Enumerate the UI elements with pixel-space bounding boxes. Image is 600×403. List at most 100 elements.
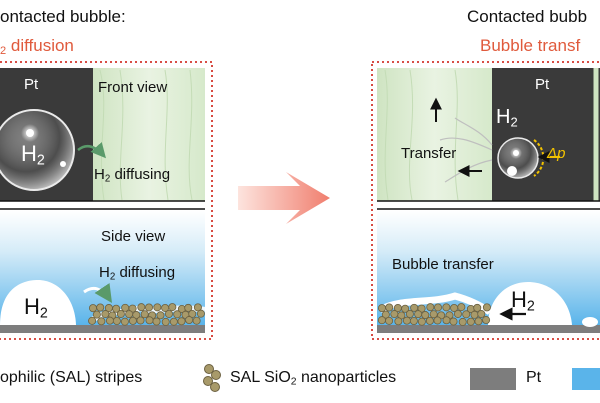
legend-pt-swatch xyxy=(470,368,516,390)
nanoparticle xyxy=(474,317,483,326)
nanoparticle xyxy=(152,317,161,326)
nanoparticle xyxy=(112,304,121,313)
nanoparticle xyxy=(97,317,106,326)
nanoparticle xyxy=(433,316,442,325)
right-bubble-label: H2 xyxy=(496,106,518,130)
nanoparticle xyxy=(128,316,137,325)
left-panel xyxy=(0,61,213,340)
nanoparticle xyxy=(462,310,471,319)
nanoparticle xyxy=(377,316,386,325)
legend-nanoparticles-icon xyxy=(203,364,221,392)
nanoparticle xyxy=(442,316,451,325)
right-pt-label: Pt xyxy=(535,76,550,93)
nanoparticle xyxy=(429,310,438,319)
nanoparticle xyxy=(394,317,403,326)
nanoparticle xyxy=(88,316,97,325)
side-diffusing-label: H2 diffusing xyxy=(99,264,176,283)
nanoparticle xyxy=(112,316,121,325)
nanoparticle xyxy=(116,309,125,318)
nanoparticle xyxy=(169,317,178,326)
nanoparticle xyxy=(125,310,134,319)
nanoparticle xyxy=(105,316,114,325)
nanoparticle xyxy=(470,310,479,319)
nanoparticle xyxy=(405,309,414,318)
right-panel xyxy=(371,61,600,340)
right-title-line2: Bubble transf xyxy=(480,36,581,55)
nanoparticle xyxy=(184,303,193,312)
left-diffusion-arrow xyxy=(77,142,106,159)
nanoparticle xyxy=(410,303,419,312)
transition-arrow xyxy=(238,172,330,224)
nanoparticle xyxy=(144,303,153,312)
nanoparticle xyxy=(381,310,390,319)
nanoparticle xyxy=(188,309,197,318)
nanoparticle xyxy=(192,316,201,325)
nanoparticle xyxy=(482,303,491,312)
legend xyxy=(203,364,600,392)
nanoparticle xyxy=(477,309,486,318)
legend-nanoparticles-label: SAL SiO2 nanoparticles xyxy=(230,369,397,388)
right-nanoparticle-layer xyxy=(377,303,491,326)
front-view-label: Front view xyxy=(98,79,168,96)
nanoparticle xyxy=(442,303,451,312)
nanoparticle xyxy=(121,303,130,312)
nanoparticle xyxy=(453,309,462,318)
front-diffusing-label: H2 diffusing xyxy=(94,166,171,185)
left-bubble-label: H2 xyxy=(21,141,45,169)
left-side-diffusion-arrow xyxy=(83,283,112,303)
nanoparticle xyxy=(377,304,386,313)
nanoparticle xyxy=(425,316,434,325)
nanoparticle xyxy=(153,303,162,312)
bubble-transfer-label: Bubble transfer xyxy=(392,256,494,273)
nanoparticle xyxy=(177,317,186,326)
nanoparticle xyxy=(449,317,458,326)
nanoparticle xyxy=(457,303,466,312)
left-title-line1: ontacted bubble: xyxy=(0,7,126,26)
nanoparticle xyxy=(137,303,146,312)
left-pt-substrate xyxy=(0,325,205,333)
left-panel-frame xyxy=(0,61,213,340)
nanoparticle xyxy=(473,303,482,312)
nanoparticle xyxy=(101,310,110,319)
nanoparticle xyxy=(96,303,105,312)
transfer-label: Transfer xyxy=(401,145,457,162)
nanoparticle xyxy=(145,316,154,325)
left-pt-label: Pt xyxy=(24,76,39,93)
nanoparticle xyxy=(385,303,394,312)
legend-electrolyte-swatch xyxy=(572,368,600,390)
nanoparticle xyxy=(132,311,141,320)
nanoparticle xyxy=(92,310,101,319)
right-title-line1: Contacted bubb xyxy=(467,7,588,26)
nanoparticle xyxy=(140,310,149,319)
nanoparticle xyxy=(385,316,394,325)
legend-sal-stripes-label: ophilic (SAL) stripes xyxy=(0,369,143,386)
nanoparticle xyxy=(164,309,173,318)
nanoparticle xyxy=(88,304,97,313)
side-view-label: Side view xyxy=(101,228,166,245)
nanoparticle xyxy=(401,304,410,313)
nanoparticle xyxy=(193,303,202,312)
nanoparticle xyxy=(196,309,205,318)
left-front-bubble xyxy=(0,109,75,191)
nanoparticle xyxy=(390,310,399,319)
legend-pt-label: Pt xyxy=(526,369,542,386)
nanoparticle xyxy=(161,317,170,326)
nanoparticle xyxy=(421,311,430,320)
right-side-bubble-label: H2 xyxy=(511,287,535,315)
nanoparticle xyxy=(136,316,145,325)
nanoparticle xyxy=(173,310,182,319)
nanoparticle xyxy=(156,311,165,320)
nanoparticle xyxy=(409,316,418,325)
nanoparticle xyxy=(402,316,411,325)
nanoparticle xyxy=(185,316,194,325)
left-side-bubble xyxy=(0,280,76,325)
nanoparticle xyxy=(426,303,435,312)
right-panel-frame xyxy=(371,61,600,340)
delta-p-label: Δp xyxy=(547,145,566,162)
left-nanoparticle-layer xyxy=(88,303,205,326)
nanoparticle xyxy=(466,317,475,326)
nanoparticle xyxy=(433,303,442,312)
left-sal-stripe xyxy=(93,68,205,201)
nanoparticle xyxy=(128,304,137,313)
right-pt-substrate xyxy=(377,325,600,333)
